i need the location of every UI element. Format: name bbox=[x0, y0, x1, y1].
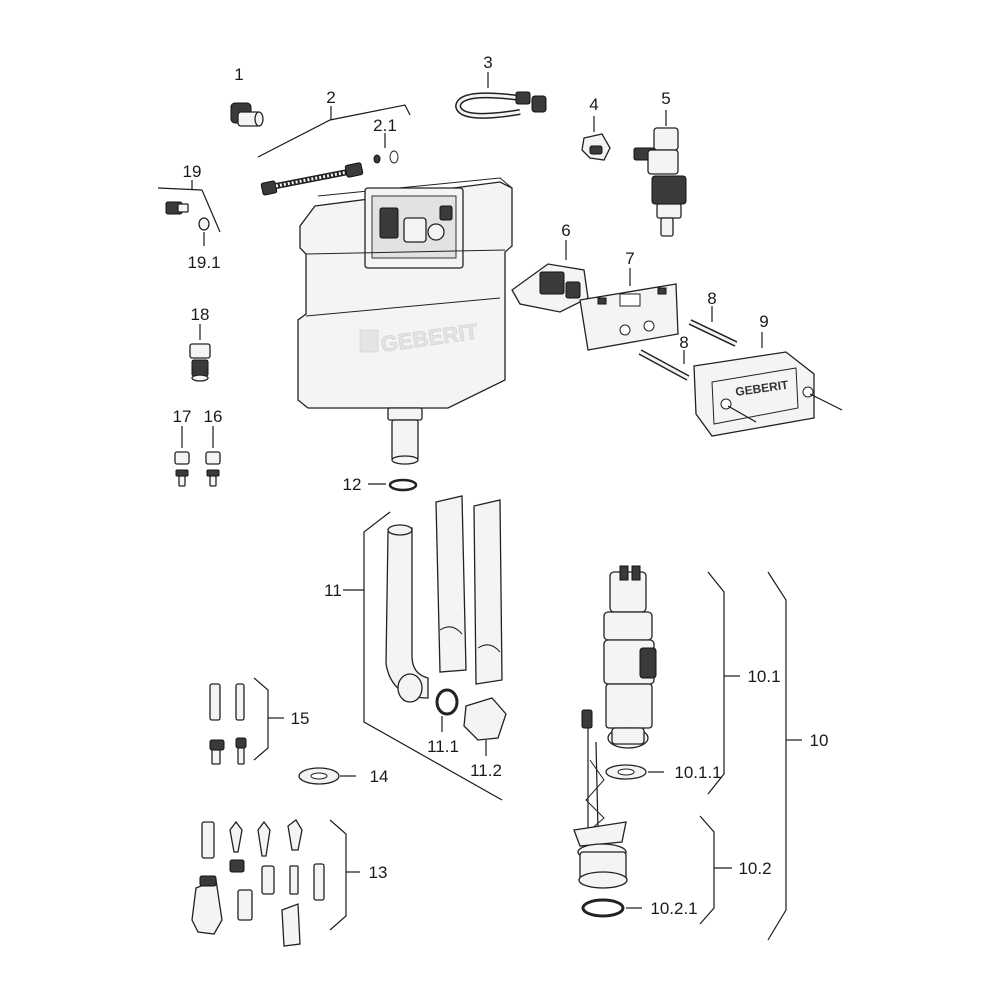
label-5: 5 bbox=[661, 89, 670, 108]
part-10-2-drain-valve bbox=[573, 709, 642, 918]
label-14: 14 bbox=[370, 767, 389, 786]
label-10-1: 10.1 bbox=[747, 667, 780, 686]
label-12: 12 bbox=[343, 475, 362, 494]
part-10-1-flush-valve bbox=[603, 565, 664, 780]
part-9-protective-box: GEBERIT bbox=[693, 332, 843, 437]
part-labels: 1 2 2.1 3 4 5 6 7 8 8 9 10 10.1 10.1.1 1… bbox=[173, 53, 829, 918]
label-13: 13 bbox=[369, 863, 388, 882]
label-19-1: 19.1 bbox=[187, 253, 220, 272]
part-2-1-washers bbox=[373, 133, 399, 164]
label-10-2: 10.2 bbox=[738, 859, 771, 878]
part-13-assorted bbox=[191, 819, 360, 947]
label-2: 2 bbox=[326, 88, 335, 107]
label-17: 17 bbox=[173, 407, 192, 426]
part-4-clip bbox=[581, 116, 611, 161]
label-2-1: 2.1 bbox=[373, 116, 397, 135]
part-2-flex-hose bbox=[257, 104, 411, 196]
label-8a: 8 bbox=[707, 289, 716, 308]
label-15: 15 bbox=[291, 709, 310, 728]
label-6: 6 bbox=[561, 221, 570, 240]
label-11: 11 bbox=[324, 581, 342, 600]
label-3: 3 bbox=[483, 53, 492, 72]
part-14-washer bbox=[298, 767, 356, 785]
label-7: 7 bbox=[625, 249, 634, 268]
label-10: 10 bbox=[810, 731, 829, 750]
part-16-17-screws bbox=[174, 426, 221, 487]
bracket-10 bbox=[699, 571, 802, 941]
label-10-2-1: 10.2.1 bbox=[650, 899, 697, 918]
label-11-1: 11.1 bbox=[427, 737, 459, 756]
label-19: 19 bbox=[183, 162, 202, 181]
part-15-clips bbox=[209, 677, 284, 765]
part-8-bolts bbox=[638, 306, 738, 381]
part-5-fill-valve bbox=[633, 110, 687, 237]
label-8b: 8 bbox=[679, 333, 688, 352]
label-11-2: 11.2 bbox=[470, 761, 502, 780]
label-9: 9 bbox=[759, 312, 768, 331]
part-3-supply-hose bbox=[454, 72, 547, 119]
part-18-nut bbox=[189, 324, 211, 382]
part-11-flush-pipe-set bbox=[343, 495, 507, 801]
part-19-fittings bbox=[157, 180, 221, 246]
label-1: 1 bbox=[234, 65, 243, 84]
label-4: 4 bbox=[589, 95, 598, 114]
cistern-body: GEBERIT bbox=[297, 177, 513, 465]
label-18: 18 bbox=[191, 305, 210, 324]
part-6-bracket bbox=[511, 240, 589, 313]
part-1-angle-valve bbox=[230, 102, 264, 127]
part-7-mounting-plate bbox=[579, 268, 679, 351]
part-12-seal-ring bbox=[368, 478, 418, 492]
label-10-1-1: 10.1.1 bbox=[674, 763, 721, 782]
label-16: 16 bbox=[204, 407, 223, 426]
